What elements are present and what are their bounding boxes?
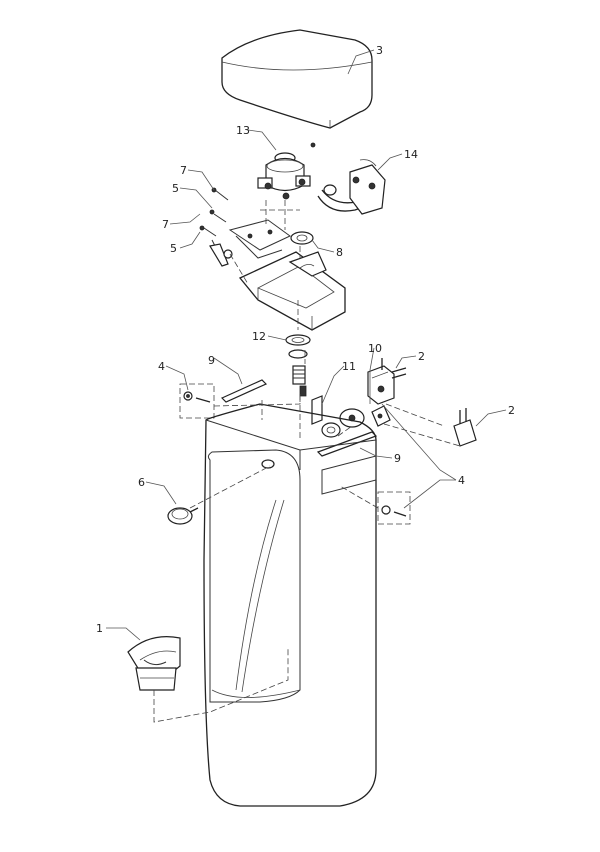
callout-4-left: 4 bbox=[158, 360, 165, 373]
callout-3: 3 bbox=[376, 44, 383, 57]
callout-7-lower: 7 bbox=[162, 218, 169, 231]
callout-5-lower: 5 bbox=[170, 242, 177, 255]
callout-9-upper: 9 bbox=[208, 354, 215, 367]
callout-6: 6 bbox=[138, 476, 145, 489]
assembly-lines bbox=[153, 246, 461, 723]
mounting-bracket bbox=[228, 200, 300, 259]
part-2-bracket-lower bbox=[371, 405, 391, 427]
part-4-screw-right bbox=[377, 491, 411, 525]
callout-2-right: 2 bbox=[508, 404, 515, 417]
callout-5-upper: 5 bbox=[172, 182, 179, 195]
part-13-valve-assembly bbox=[257, 142, 316, 200]
part-1-drain-cap bbox=[127, 636, 181, 691]
part-12-ring bbox=[285, 334, 311, 359]
part-4-screw-left bbox=[179, 383, 215, 419]
part-14-solenoid-hose bbox=[317, 159, 386, 215]
callout-8: 8 bbox=[336, 246, 343, 259]
callout-2-upper: 2 bbox=[418, 350, 425, 363]
callout-9-lower: 9 bbox=[394, 452, 401, 465]
part-3-top-cover bbox=[221, 29, 373, 129]
callout-14: 14 bbox=[404, 148, 418, 161]
part-8-washer bbox=[290, 231, 314, 245]
callout-11: 11 bbox=[342, 360, 356, 373]
callout-12: 12 bbox=[252, 330, 266, 343]
part-2-bracket-upper bbox=[367, 358, 407, 405]
callout-10: 10 bbox=[368, 342, 382, 355]
part-6-push-button bbox=[167, 507, 199, 525]
callout-labels: 1 2 2 3 4 4 5 5 6 7 7 8 9 9 10 11 12 13 … bbox=[96, 44, 515, 635]
callout-13: 13 bbox=[236, 124, 250, 137]
part-2-bracket-right bbox=[453, 408, 477, 447]
main-body bbox=[203, 403, 377, 807]
part-10-11-flange bbox=[311, 395, 365, 438]
part-5-7-screws bbox=[199, 187, 233, 267]
callout-7-upper: 7 bbox=[180, 164, 187, 177]
spray-nozzle-fitting bbox=[292, 365, 307, 397]
callout-leaders bbox=[106, 49, 507, 641]
callout-4-right: 4 bbox=[458, 474, 465, 487]
callout-1: 1 bbox=[96, 622, 103, 635]
component-tray bbox=[238, 251, 346, 331]
